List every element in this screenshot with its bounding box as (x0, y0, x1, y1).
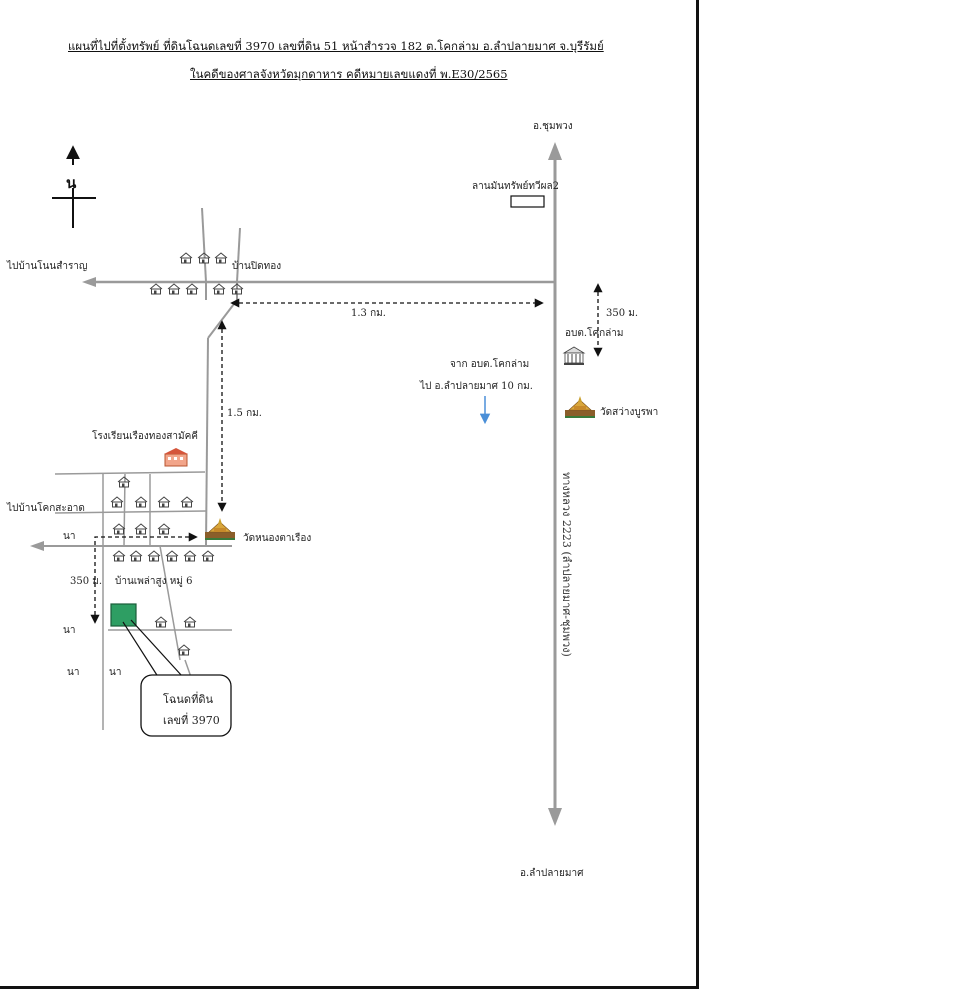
temple-icon (204, 517, 236, 541)
label-ban-pid-thong: บ้านปิดทอง (232, 261, 282, 272)
house-icon (157, 496, 171, 508)
land-plot-3970 (110, 603, 137, 627)
road-upper (82, 277, 555, 287)
house-icon (165, 550, 179, 562)
house-icon (177, 644, 191, 656)
label-ban-phla-sung: บ้านเพล่าสูง หมู่ 6 (115, 576, 193, 587)
government-office-icon (563, 346, 585, 366)
label-distance-350m-right: 350 ม. (606, 308, 639, 319)
highway-south-arrow-icon (548, 808, 562, 826)
label-deed-line2: เลขที่ 3970 (163, 714, 220, 727)
highway-label: ทางหลวง 2223 (ลำปลายมาศ-ชุมพวง) (560, 472, 573, 657)
house-icon (134, 523, 148, 535)
label-to-ban-khok-sa-at: ไปบ้านโคกสะอาด (7, 503, 85, 514)
house-icon (134, 496, 148, 508)
label-field-3: นา (67, 667, 80, 678)
label-distance-350m-left: 350 ม. (70, 576, 103, 587)
house-icon (167, 283, 181, 295)
house-icon (149, 283, 163, 295)
deed-callout-pointer (122, 619, 183, 684)
label-tapioca-yard: ลานมันทรัพย์ทวีผล2 (472, 181, 559, 192)
label-school: โรงเรียนเรืองทองสามัคคี (92, 431, 198, 442)
label-from-sao: จาก อบต.โคกล่าม (450, 359, 530, 370)
label-field-4: นา (109, 667, 122, 678)
label-lamplaimat: อ.ลำปลายมาศ (520, 868, 584, 879)
road-upper-arrow-icon (82, 277, 96, 287)
house-icon (154, 616, 168, 628)
north-label: น (66, 174, 77, 192)
house-icon (110, 496, 124, 508)
north-compass: น (52, 145, 96, 228)
road-west-arrow-icon (30, 541, 44, 551)
map-frame (0, 0, 699, 989)
house-icon (157, 523, 171, 535)
label-wat-nong-ta-rueang: วัดหนองตาเรือง (243, 533, 312, 544)
label-to-ban-non-samran: ไปบ้านโนนสำราญ (7, 261, 88, 272)
distance-350m-left-arrow (90, 532, 198, 624)
label-deed-line1: โฉนดที่ดิน (163, 693, 213, 706)
house-icon (183, 550, 197, 562)
house-icon (180, 496, 194, 508)
highway-north-arrow-icon (548, 142, 562, 160)
label-sao-khok-lam: อบต.โคกล่าม (565, 328, 624, 339)
house-icon (185, 283, 199, 295)
house-icon (112, 550, 126, 562)
map-title-line1: แผนที่ไปที่ตั้งทรัพย์ ที่ดินโฉนดเลขที่ 3… (68, 39, 604, 53)
house-icon (183, 616, 197, 628)
distance-markers (90, 283, 603, 624)
house-icon (147, 550, 161, 562)
label-field-2: นา (63, 625, 76, 636)
house-icon (112, 523, 126, 535)
temple-icon (564, 395, 596, 419)
house-icon (129, 550, 143, 562)
house-icon (212, 283, 226, 295)
label-chumphuang: อ.ชุมพวง (533, 121, 573, 132)
map-title-line2: ในคดีของศาลจังหวัดมุกดาหาร คดีหมายเลขแดง… (190, 67, 508, 81)
highway-2223 (548, 142, 562, 826)
label-distance-15km: 1.5 กม. (227, 408, 262, 419)
tapioca-yard-marker (510, 195, 545, 208)
house-icon (117, 476, 131, 488)
house-icon (201, 550, 215, 562)
label-to-lamplaimat-10km: ไป อ.ลำปลายมาศ 10 กม. (420, 381, 533, 392)
house-icon (179, 252, 193, 264)
label-wat-sawang-burapha: วัดสว่างบูรพา (600, 407, 659, 418)
school-icon (163, 447, 189, 467)
deed-callout-box (140, 674, 232, 737)
label-distance-13km: 1.3 กม. (351, 308, 386, 319)
house-icon (214, 252, 228, 264)
label-field-1: นา (63, 531, 76, 542)
